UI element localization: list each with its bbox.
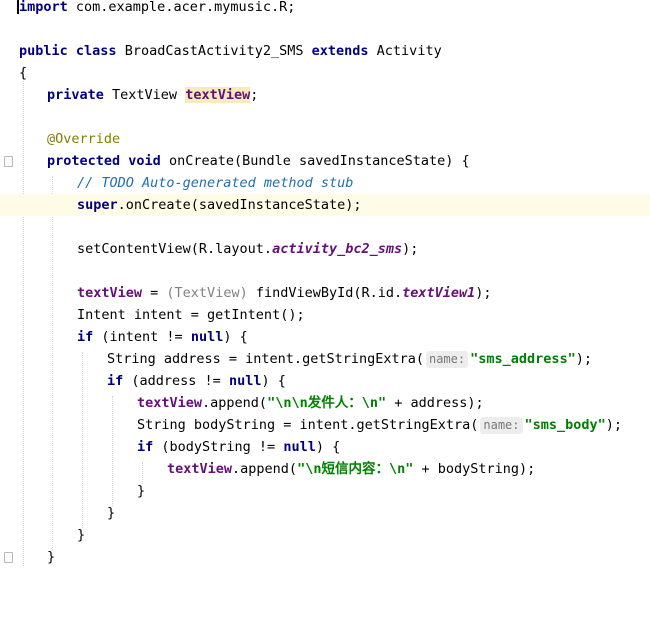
indent-guide — [52, 176, 53, 550]
code-text: + bodyString); — [413, 461, 536, 477]
code-line[interactable]: setContentView(R.layout.activity_bc2_sms… — [0, 238, 650, 260]
code-text: .append( — [202, 395, 268, 411]
fold-marker-icon[interactable] — [4, 156, 13, 167]
code-text: = — [142, 285, 167, 301]
code-text: ; — [250, 87, 259, 103]
keyword: protected — [47, 153, 121, 169]
code-line[interactable]: if (address != null) { — [0, 370, 650, 392]
code-line[interactable]: } — [0, 502, 650, 524]
code-line[interactable]: textView = (TextView) findViewById(R.id.… — [0, 282, 650, 304]
keyword: private — [47, 87, 104, 103]
redundant-cast: (TextView) — [166, 285, 248, 301]
keyword: class — [75, 43, 117, 59]
code-line[interactable]: // TODO Auto-generated method stub — [0, 172, 650, 194]
code-line[interactable]: } — [0, 480, 650, 502]
code-line[interactable]: protected void onCreate(Bundle savedInst… — [0, 150, 650, 172]
class-name: BroadCastActivity2_SMS — [116, 43, 312, 59]
string-literal: "\n\n发件人：\n" — [267, 395, 387, 411]
code-text: onCreate(Bundle savedInstanceState) { — [160, 153, 470, 169]
brace: } — [137, 483, 146, 499]
brace: } — [47, 549, 56, 565]
brace: { — [19, 65, 28, 81]
text-caret — [17, 0, 19, 14]
string-literal: "\n短信内容：\n" — [297, 461, 414, 477]
string-literal: "sms_body" — [524, 417, 606, 433]
code-text: .append( — [232, 461, 298, 477]
field-reference: textView — [137, 395, 203, 411]
keyword: public — [19, 43, 68, 59]
field-reference: textView — [167, 461, 233, 477]
code-text: ); — [575, 351, 593, 367]
code-text: findViewById(R.id. — [247, 285, 403, 301]
keyword: if — [77, 329, 94, 345]
keyword: if — [137, 439, 154, 455]
code-text: setContentView(R.layout. — [77, 241, 273, 257]
keyword: super — [77, 197, 118, 213]
code-text: + address); — [386, 395, 484, 411]
parameter-hint: name: — [480, 417, 523, 434]
keyword: null — [190, 329, 224, 345]
brace: } — [107, 505, 116, 521]
annotation: @Override — [47, 131, 121, 147]
code-line[interactable]: if (intent != null) { — [0, 326, 650, 348]
code-line[interactable]: Intent intent = getIntent(); — [0, 304, 650, 326]
indent-guide — [82, 352, 83, 528]
editor-gutter[interactable] — [0, 0, 17, 572]
code-text: (intent != — [93, 329, 191, 345]
parameter-hint: name: — [425, 351, 469, 368]
code-text: ) { — [261, 373, 286, 389]
code-text: ); — [605, 417, 623, 433]
keyword: import — [19, 0, 68, 15]
code-editor[interactable]: import com.example.acer.mymusic.R; publi… — [0, 0, 650, 572]
resource-reference: textView1 — [402, 285, 476, 301]
code-text: (bodyString != — [153, 439, 284, 455]
code-line[interactable]: textView.append("\n短信内容：\n" + bodyString… — [0, 458, 650, 480]
keyword: null — [283, 439, 316, 455]
code-text: Intent intent = getIntent(); — [77, 307, 305, 323]
string-literal: "sms_address" — [470, 351, 576, 367]
code-comment: // TODO Auto-generated method stub — [77, 175, 354, 191]
code-line[interactable]: } — [0, 524, 650, 546]
code-line-current[interactable]: super.onCreate(savedInstanceState); — [0, 194, 650, 216]
code-text: ) { — [315, 439, 341, 455]
code-line[interactable]: textView.append("\n\n发件人：\n" + address); — [0, 392, 650, 414]
code-text: ) { — [223, 329, 248, 345]
keyword: void — [128, 153, 161, 169]
brace: } — [77, 527, 86, 543]
code-text: com.example.acer.mymusic.R; — [67, 0, 296, 15]
code-text: TextView — [103, 87, 186, 103]
code-line[interactable]: @Override — [0, 128, 650, 150]
code-text: String address = intent.getStringExtra( — [107, 351, 424, 367]
keyword: if — [107, 373, 124, 389]
indent-guide — [23, 66, 24, 566]
code-line[interactable]: private TextView textView; — [0, 84, 650, 106]
code-text: Activity — [368, 43, 442, 59]
indent-guide — [142, 462, 143, 484]
code-line[interactable]: public class BroadCastActivity2_SMS exte… — [0, 40, 650, 62]
code-line[interactable]: String address = intent.getStringExtra(n… — [0, 348, 650, 370]
keyword: null — [228, 373, 262, 389]
code-line[interactable]: import com.example.acer.mymusic.R; — [0, 0, 650, 18]
code-line[interactable]: String bodyString = intent.getStringExtr… — [0, 414, 650, 436]
code-text: ); — [402, 241, 419, 257]
keyword: extends — [311, 43, 369, 59]
resource-reference: activity_bc2_sms — [272, 241, 403, 257]
indent-guide — [112, 396, 113, 506]
field-reference: textView — [185, 87, 251, 103]
fold-marker-icon[interactable] — [4, 552, 13, 563]
field-reference: textView — [77, 285, 143, 301]
code-line[interactable]: { — [0, 62, 650, 84]
code-text: .onCreate(savedInstanceState); — [117, 197, 362, 213]
code-line[interactable]: if (bodyString != null) { — [0, 436, 650, 458]
code-text: (address != — [123, 373, 229, 389]
code-text: ); — [475, 285, 492, 301]
code-text: String bodyString = intent.getStringExtr… — [137, 417, 479, 433]
code-line[interactable]: } — [0, 546, 650, 568]
